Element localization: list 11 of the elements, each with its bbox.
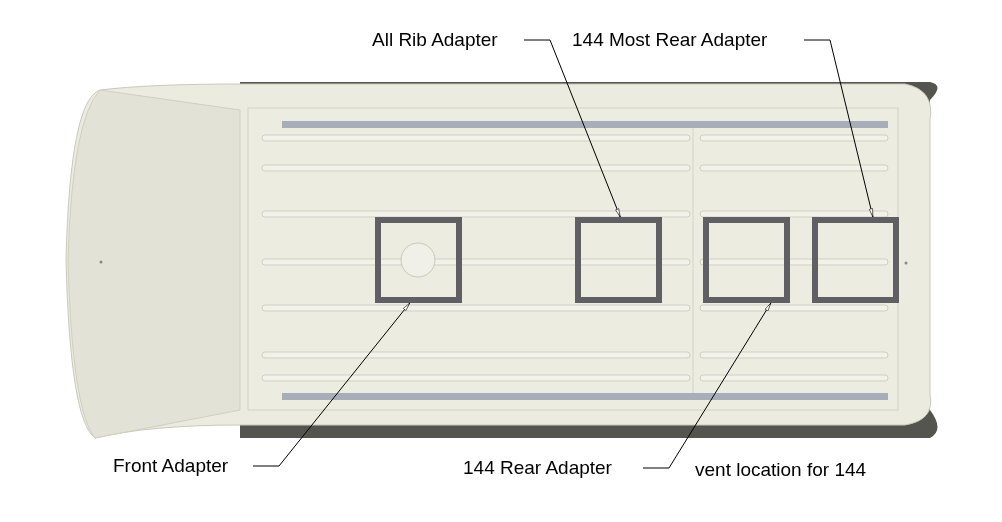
- callout-label: All Rib Adapter: [372, 29, 499, 51]
- leader-line: [523, 39, 621, 218]
- callout-label: Front Adapter: [113, 455, 230, 477]
- leader-line: [252, 302, 411, 467]
- adapter-square: [812, 217, 899, 303]
- callout-label: 144 Most Rear Adapter: [572, 29, 769, 51]
- adapter-square: [575, 217, 662, 303]
- callout-label: 144 Rear Adapter: [463, 457, 613, 479]
- adapter-square: [703, 217, 790, 303]
- note-text: vent location for 144: [695, 459, 867, 481]
- adapter-square: [375, 217, 462, 303]
